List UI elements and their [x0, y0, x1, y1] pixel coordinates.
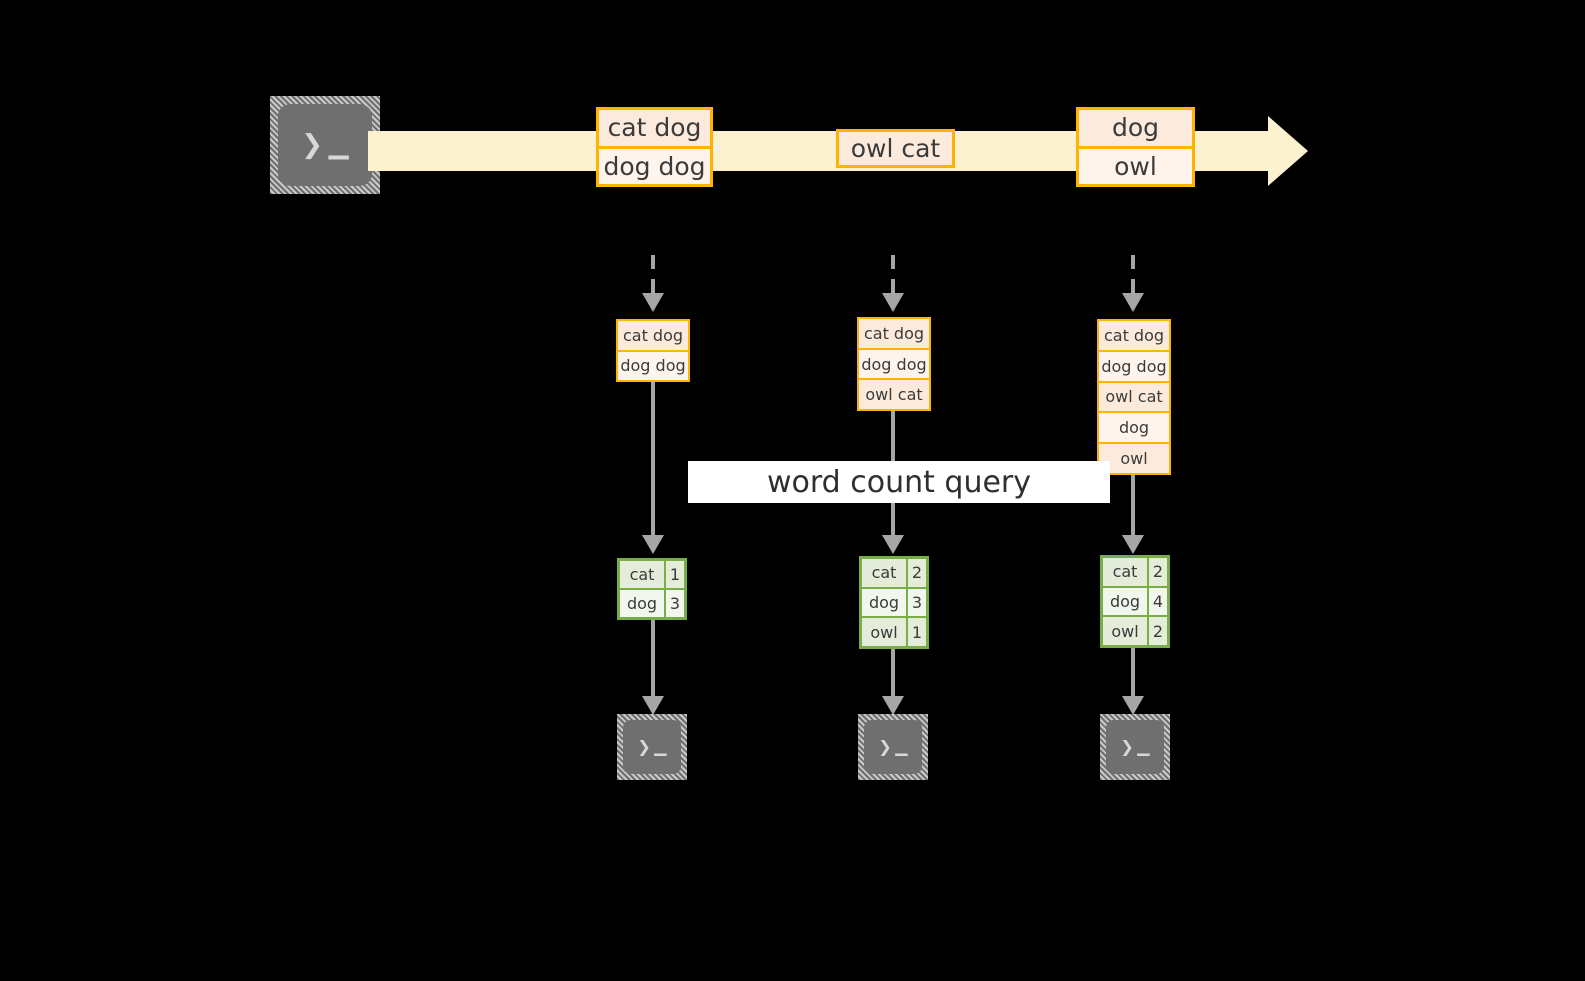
terminal-prompt-glyphs: ❯ ▁ [623, 720, 681, 774]
table-row: owl 1 [862, 616, 926, 647]
stream-event-box: dog owl [1076, 107, 1195, 187]
result-count: 2 [1147, 558, 1167, 586]
sink-terminal-icon: ❯ ▁ [1100, 714, 1170, 780]
sink-terminal-icon: ❯ ▁ [617, 714, 687, 780]
snapshot-to-result-connector [1131, 475, 1135, 537]
chevron-right-icon: ❯ [1120, 737, 1134, 756]
result-word: dog [620, 590, 664, 617]
result-count: 2 [1147, 617, 1167, 646]
result-count: 1 [664, 561, 684, 588]
snapshot-line: dog dog [859, 347, 929, 379]
result-word: cat [1103, 558, 1147, 586]
stream-to-snapshot-arrowhead [1122, 293, 1144, 312]
stream-event-line: owl [1079, 145, 1192, 184]
result-count: 1 [906, 618, 926, 647]
snapshot-line: dog dog [618, 349, 688, 380]
result-word: cat [620, 561, 664, 588]
result-table: cat 2 dog 3 owl 1 [859, 556, 929, 649]
table-row: dog 4 [1103, 585, 1167, 616]
stream-to-snapshot-arrowhead [642, 293, 664, 312]
snapshot-line: dog [1099, 411, 1169, 443]
stream-arrow-head [1268, 116, 1308, 186]
chevron-right-icon: ❯ [878, 737, 892, 756]
result-to-sink-connector [1131, 648, 1135, 698]
result-to-sink-arrowhead [1122, 696, 1144, 715]
cursor-underscore-icon: ▁ [1137, 737, 1150, 756]
sink-terminal-icon: ❯ ▁ [858, 714, 928, 780]
terminal-prompt-glyphs: ❯ ▁ [864, 720, 922, 774]
table-row: dog 3 [620, 588, 684, 617]
source-terminal-icon: ❯ ▁ [270, 96, 380, 194]
chevron-right-icon: ❯ [637, 737, 651, 756]
snapshot-line: cat dog [859, 319, 929, 348]
stream-event-box: cat dog dog dog [596, 107, 713, 187]
result-to-sink-arrowhead [642, 696, 664, 715]
snapshot-line: owl cat [1099, 380, 1169, 412]
result-count: 3 [664, 590, 684, 617]
result-word: owl [1103, 617, 1147, 646]
table-row: cat 2 [862, 559, 926, 587]
result-to-sink-connector [651, 620, 655, 698]
snapshot-box: cat dog dog dog owl cat dog owl [1097, 319, 1171, 475]
stream-event-line: cat dog [599, 110, 710, 146]
stream-to-snapshot-connector [651, 255, 655, 295]
snapshot-to-result-arrowhead [882, 535, 904, 554]
query-label: word count query [766, 464, 1032, 500]
result-table: cat 1 dog 3 [617, 558, 687, 620]
snapshot-to-result-arrowhead [642, 535, 664, 554]
snapshot-to-result-arrowhead [1122, 535, 1144, 554]
result-count: 3 [906, 588, 926, 617]
result-word: cat [862, 559, 906, 587]
result-to-sink-arrowhead [882, 696, 904, 715]
cursor-underscore-icon: ▁ [328, 130, 349, 160]
snapshot-line: dog dog [1099, 349, 1169, 381]
terminal-prompt-glyphs: ❯ ▁ [1106, 720, 1164, 774]
chevron-right-icon: ❯ [301, 130, 324, 160]
snapshot-line: owl [1099, 442, 1169, 473]
stream-event-line: owl cat [839, 132, 952, 165]
terminal-screen: ❯ ▁ [864, 720, 922, 774]
stream-to-snapshot-arrowhead [882, 293, 904, 312]
stream-event-line: dog [1079, 110, 1192, 146]
stream-event-box: owl cat [836, 129, 955, 168]
terminal-prompt-glyphs: ❯ ▁ [278, 104, 372, 186]
stream-to-snapshot-connector [1131, 255, 1135, 295]
cursor-underscore-icon: ▁ [895, 737, 908, 756]
table-row: cat 2 [1103, 558, 1167, 586]
result-word: dog [1103, 587, 1147, 616]
stream-to-snapshot-connector [891, 255, 895, 295]
result-to-sink-connector [891, 649, 895, 698]
stream-event-line: dog dog [599, 145, 710, 184]
snapshot-line: cat dog [1099, 321, 1169, 350]
snapshot-line: cat dog [618, 321, 688, 350]
snapshot-to-result-connector [651, 382, 655, 537]
result-count: 4 [1147, 587, 1167, 616]
snapshot-line: owl cat [859, 378, 929, 410]
result-table: cat 2 dog 4 owl 2 [1100, 555, 1170, 648]
table-row: owl 2 [1103, 615, 1167, 646]
result-word: dog [862, 588, 906, 617]
table-row: dog 3 [862, 586, 926, 617]
snapshot-box: cat dog dog dog [616, 319, 690, 382]
table-row: cat 1 [620, 561, 684, 588]
terminal-screen: ❯ ▁ [278, 104, 372, 186]
snapshot-box: cat dog dog dog owl cat [857, 317, 931, 411]
cursor-underscore-icon: ▁ [654, 737, 667, 756]
query-label-band: word count query [688, 461, 1110, 503]
terminal-screen: ❯ ▁ [1106, 720, 1164, 774]
result-count: 2 [906, 559, 926, 587]
terminal-screen: ❯ ▁ [623, 720, 681, 774]
result-word: owl [862, 618, 906, 647]
